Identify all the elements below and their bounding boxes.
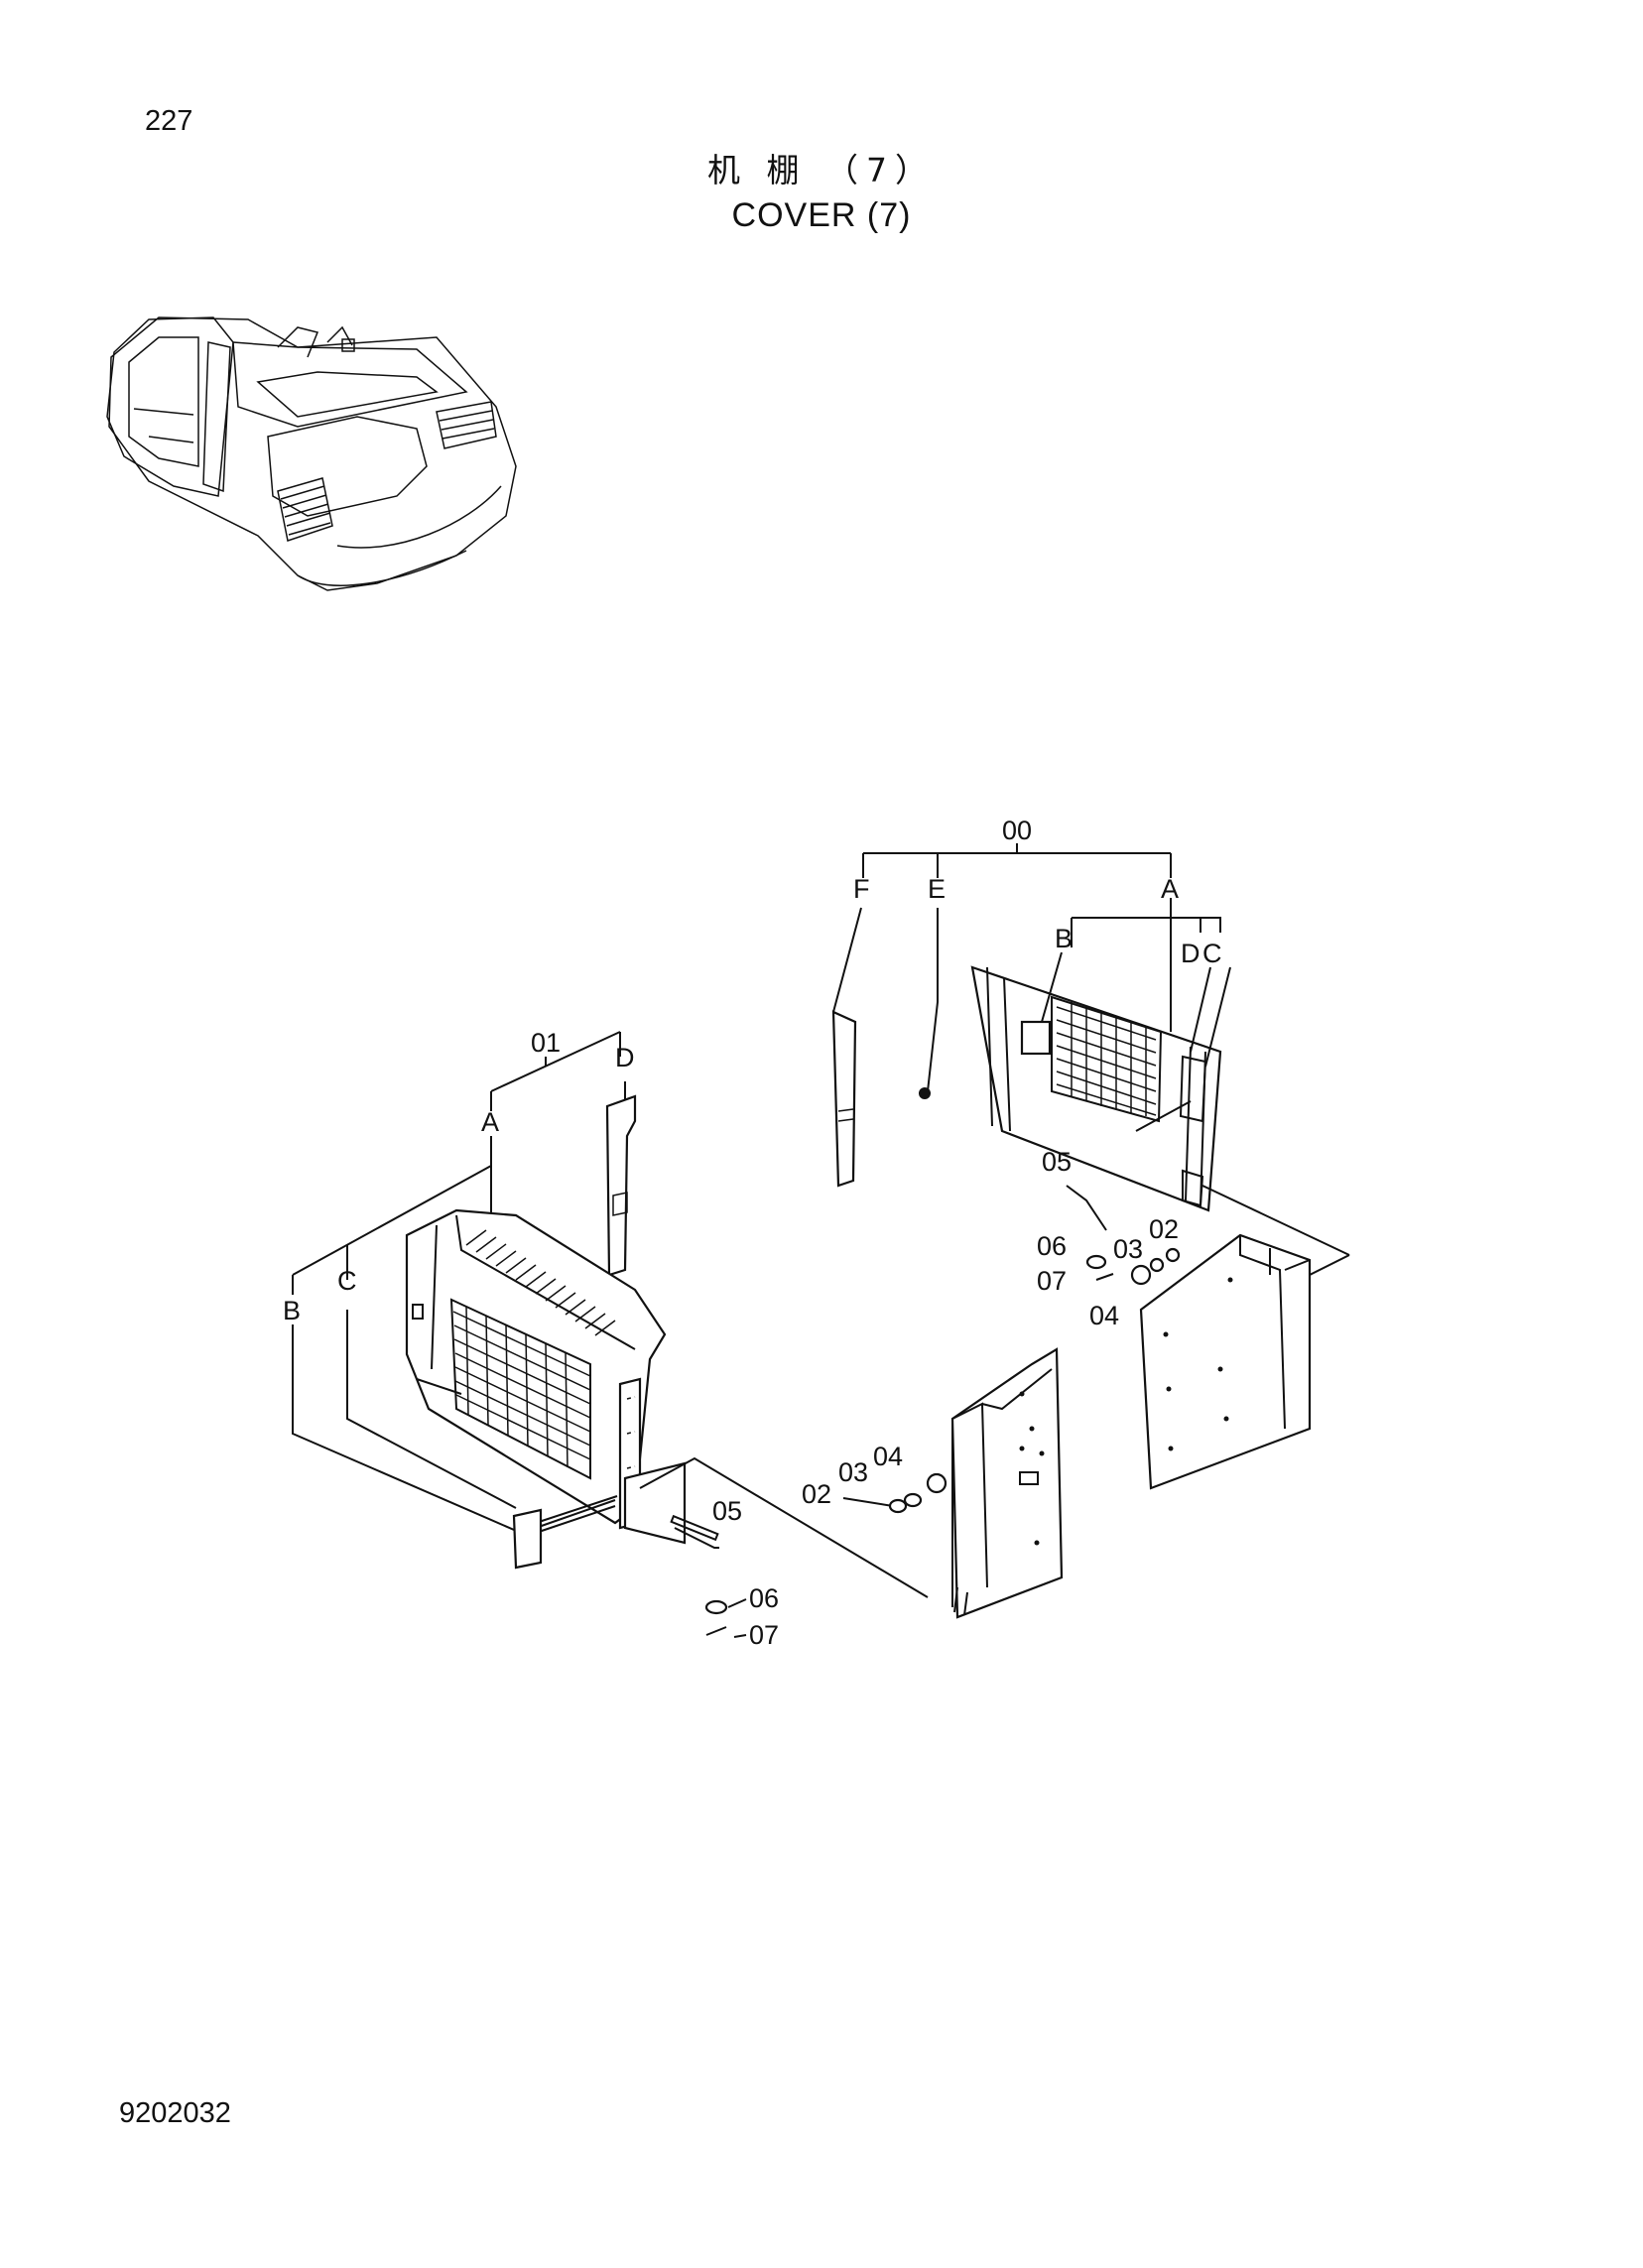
- page-number: 227: [145, 105, 193, 137]
- callout-right-03: 03: [1113, 1234, 1143, 1264]
- left-vent-slots: [465, 1229, 616, 1336]
- callout-labels: 00 F E A B D C 05 06 07 03 02 04 01 D A …: [283, 816, 1222, 1650]
- left-grille-pattern: [452, 1306, 591, 1468]
- callout-01: 01: [531, 1028, 561, 1058]
- callout-left-a: A: [481, 1107, 499, 1137]
- callout-right-b: B: [1055, 924, 1073, 953]
- callout-right-02: 02: [1149, 1214, 1179, 1244]
- title-english: COVER (7): [731, 196, 912, 234]
- callout-left-02: 02: [802, 1479, 831, 1509]
- door-hatching: [280, 485, 331, 536]
- callout-right-e: E: [928, 874, 946, 904]
- right-cover-assembly: [831, 843, 1350, 1490]
- callout-left-b: B: [283, 1296, 301, 1325]
- callout-left-07: 07: [749, 1620, 779, 1650]
- callout-left-d: D: [615, 1043, 635, 1072]
- excavator-locator-illustration: [106, 316, 517, 591]
- document-code: 9202032: [119, 2097, 231, 2129]
- callout-left-06: 06: [749, 1583, 779, 1613]
- callout-left-04: 04: [873, 1442, 903, 1471]
- callout-left-c: C: [337, 1266, 357, 1296]
- callout-left-05: 05: [712, 1496, 742, 1526]
- callout-right-05: 05: [1042, 1147, 1072, 1177]
- right-grille-pattern: [1056, 1002, 1157, 1116]
- callout-00: 00: [1002, 816, 1032, 845]
- callout-right-c: C: [1202, 939, 1222, 968]
- left-cover-assembly: [292, 1031, 1064, 1638]
- callout-left-03: 03: [838, 1457, 868, 1487]
- callout-right-07: 07: [1037, 1266, 1067, 1296]
- callout-right-d: D: [1181, 939, 1201, 968]
- callout-right-f: F: [853, 874, 870, 904]
- callout-right-a: A: [1161, 874, 1179, 904]
- callout-right-04: 04: [1089, 1301, 1119, 1330]
- page-title: 机 棚 （7） COVER (7): [0, 149, 1643, 238]
- callout-right-06: 06: [1037, 1231, 1067, 1261]
- title-chinese: 机 棚 （7）: [707, 151, 936, 189]
